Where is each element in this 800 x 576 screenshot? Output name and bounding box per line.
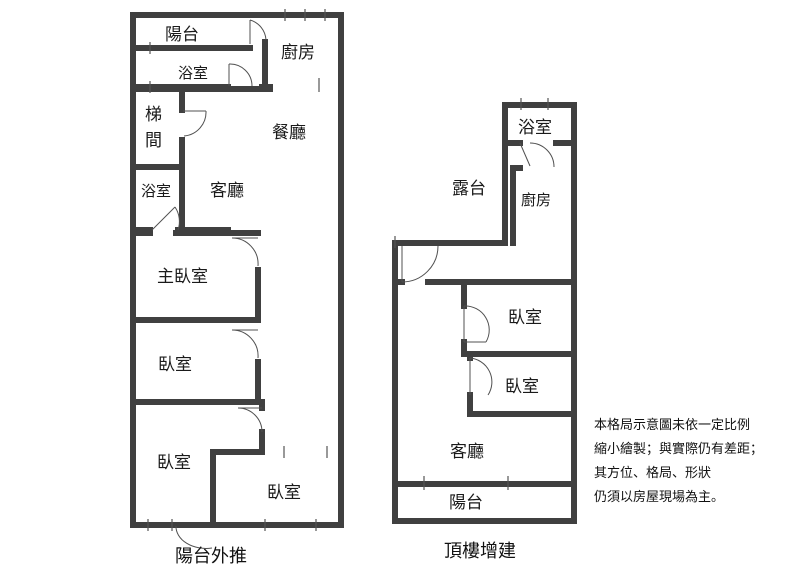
room-label-stair: 間 [145,131,162,151]
room-label-kitchen: 廚房 [521,191,551,209]
rooftop-caption: 頂樓增建 [444,541,516,562]
room-label-dining: 餐廳 [272,123,306,143]
door [175,525,213,549]
room-label-bedroom: 臥室 [505,377,539,397]
disclaimer-line: 仍須以房屋現場為主。 [594,490,725,505]
disclaimer-line: 縮小繪製；與實際仍有差距； [594,442,764,457]
disclaimer-line: 其方位、格局、形狀 [594,466,712,481]
room-label-bedroom: 臥室 [158,355,192,375]
room-label-balcony: 陽台 [165,25,199,45]
room-label-bath: 浴室 [518,118,552,138]
door [463,305,490,343]
room-label-master-bedroom: 主臥室 [157,267,208,287]
room-label-stair: 梯 [145,105,162,125]
rooftop-plan: 浴室 露台 廚房 臥室 臥室 客廳 陽台 頂樓增建 [392,98,577,562]
disclaimer-line: 本格局示意圖未依一定比例 [594,418,751,433]
first-floor-outer-wall [130,12,344,528]
door [401,245,439,283]
door [231,237,259,267]
room-label-bedroom: 臥室 [157,453,191,473]
door [151,206,180,231]
room-label-bedroom: 臥室 [267,483,301,503]
room-label-bath: 浴室 [141,182,171,200]
room-label-kitchen: 廚房 [281,42,315,63]
door [519,142,555,168]
door [231,329,259,359]
door [249,19,267,44]
room-label-living: 客廳 [450,442,484,462]
door [237,407,263,433]
room-label-bath: 浴室 [178,64,208,82]
door [469,357,493,396]
door [183,110,207,137]
window-marks [147,9,328,531]
room-label-terrace: 露台 [452,179,486,199]
door [228,63,253,87]
disclaimer-note: 本格局示意圖未依一定比例 縮小繪製；與實際仍有差距； 其方位、格局、形狀 仍須以… [594,414,794,510]
first-floor-plan: 陽台 廚房 浴室 梯 間 餐廳 浴室 客廳 主臥室 臥室 臥室 臥室 陽台外推 [130,9,344,567]
room-label-bedroom: 臥室 [508,308,542,328]
first-floor-caption: 陽台外推 [175,546,247,567]
room-label-living: 客廳 [210,181,244,201]
window-marks [394,98,549,490]
room-label-balcony: 陽台 [449,493,483,513]
rooftop-outer-wall [392,102,577,524]
